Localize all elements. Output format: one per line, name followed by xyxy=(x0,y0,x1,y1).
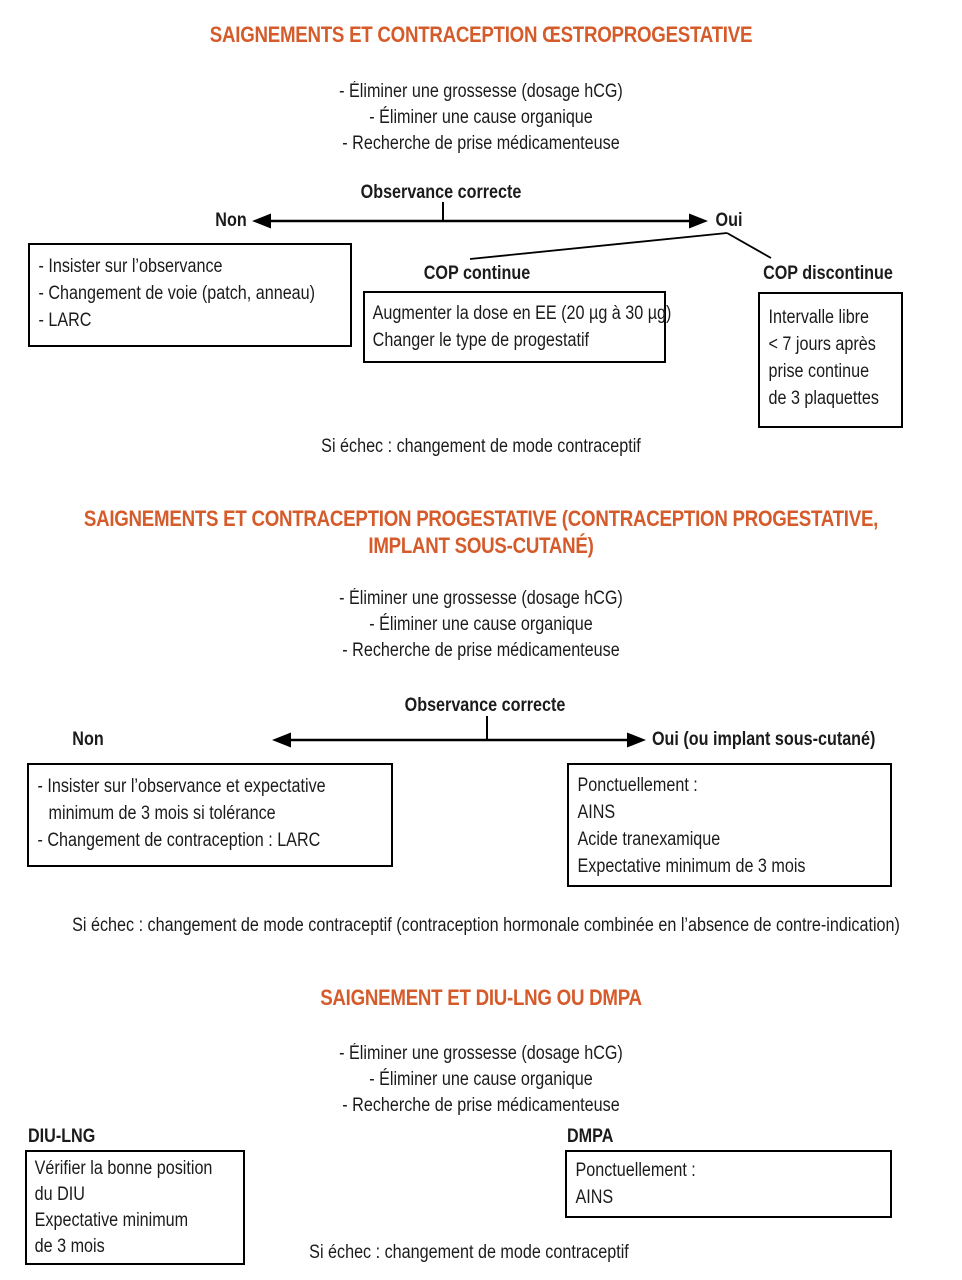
checklist-item: - Éliminer une cause organique xyxy=(369,107,593,128)
cop-continue-box-text: Augmenter la dose en EE (20 µg à 30 µg) … xyxy=(372,303,672,351)
dmpa-box: Ponctuellement : AINS xyxy=(565,1150,892,1218)
section2-yes-box-text: Ponctuellement : AINS Acide tranexamique… xyxy=(577,775,806,877)
section3-failure-note: Si échec : changement de mode contracept… xyxy=(309,1242,629,1263)
section3-checklist: - Éliminer une grossesse (dosage hCG) - … xyxy=(72,1041,890,1119)
section2-yes-box: Ponctuellement : AINS Acide tranexamique… xyxy=(567,763,892,887)
dmpa-box-text: Ponctuellement : AINS xyxy=(575,1160,696,1208)
dmpa-label: DMPA xyxy=(567,1126,614,1147)
cop-continue-box: Augmenter la dose en EE (20 µg à 30 µg) … xyxy=(363,291,672,363)
cop-discontinue-label: COP discontinue xyxy=(763,263,893,284)
arrowhead-left-2 xyxy=(272,732,291,748)
diu-lng-box: Vérifier la bonne position du DIU Expect… xyxy=(25,1150,245,1265)
section1-no-box: - Insister sur l’observance - Changement… xyxy=(28,243,352,347)
cop-discontinue-box: Intervalle libre < 7 jours après prise c… xyxy=(758,292,903,428)
diu-lng-box-text: Vérifier la bonne position du DIU Expect… xyxy=(34,1158,213,1257)
section1-no-label: Non xyxy=(215,210,247,231)
section1-checklist: - Éliminer une grossesse (dosage hCG) - … xyxy=(72,79,890,157)
section2-failure-note: Si échec : changement de mode contracept… xyxy=(72,915,900,936)
checklist-item: - Éliminer une grossesse (dosage hCG) xyxy=(339,1043,623,1064)
checklist-item: - Éliminer une cause organique xyxy=(369,614,593,635)
branch-line-continue xyxy=(469,232,728,260)
checklist-item: - Éliminer une grossesse (dosage hCG) xyxy=(339,81,623,102)
section1-no-box-text: - Insister sur l’observance - Changement… xyxy=(38,256,316,331)
checklist-item: - Éliminer une grossesse (dosage hCG) xyxy=(339,588,623,609)
section2-no-box: - Insister sur l’observance et expectati… xyxy=(27,763,393,867)
diu-lng-label: DIU-LNG xyxy=(28,1126,96,1147)
section2-checklist: - Éliminer une grossesse (dosage hCG) - … xyxy=(72,586,890,664)
section2-no-box-text: - Insister sur l’observance et expectati… xyxy=(37,776,326,851)
section1-yes-label: Oui xyxy=(715,210,743,231)
section1-failure-note: Si échec : changement de mode contracept… xyxy=(321,436,641,457)
section2-decision-label: Observance correcte xyxy=(404,695,566,716)
branch-line-discontinue xyxy=(726,232,772,259)
section2-title: SAIGNEMENTS ET CONTRACEPTION PROGESTATIV… xyxy=(83,506,879,558)
section2-yes-label: Oui (ou implant sous-cutané) xyxy=(652,729,876,750)
section1-title: SAIGNEMENTS ET CONTRACEPTION ŒSTROPROGES… xyxy=(209,22,753,47)
cop-continue-label: COP continue xyxy=(423,263,531,284)
section1-decision-label: Observance correcte xyxy=(360,182,522,203)
checklist-item: - Recherche de prise médicamenteuse xyxy=(342,133,620,154)
section2-no-label: Non xyxy=(72,729,104,750)
checklist-item: - Recherche de prise médicamenteuse xyxy=(342,1095,620,1116)
cop-discontinue-box-text: Intervalle libre < 7 jours après prise c… xyxy=(768,307,879,409)
checklist-item: - Recherche de prise médicamenteuse xyxy=(342,640,620,661)
checklist-item: - Éliminer une cause organique xyxy=(369,1069,593,1090)
arrowhead-right-2 xyxy=(627,732,646,748)
section3-title: SAIGNEMENT ET DIU-LNG OU DMPA xyxy=(320,985,642,1010)
